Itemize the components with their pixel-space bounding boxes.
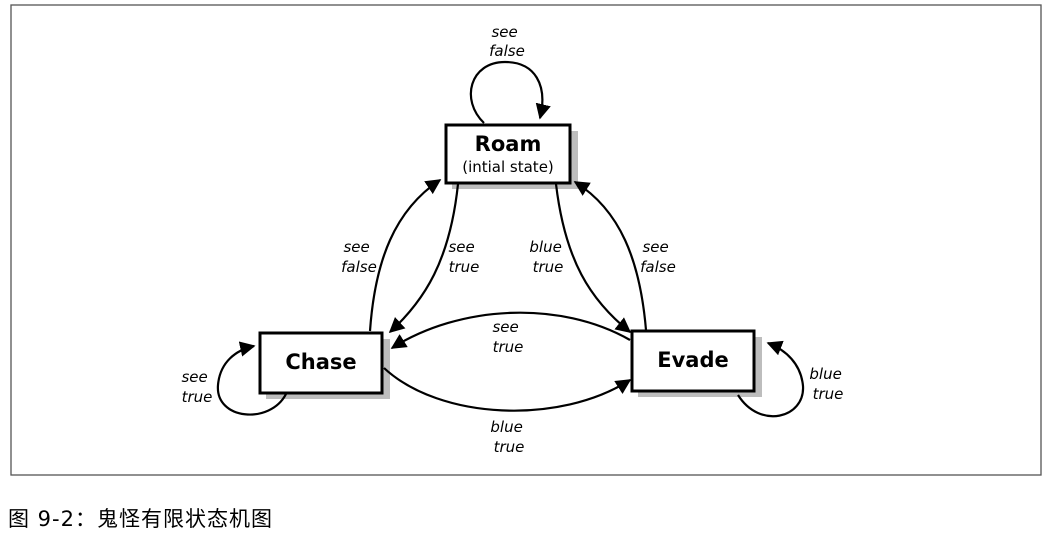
transition-roam-to-evade	[554, 183, 632, 333]
label-chase-to-roam: see false	[341, 238, 377, 276]
transition-chase-self	[216, 341, 287, 416]
figure-frame	[10, 4, 1042, 476]
transition-chase-to-roam	[368, 179, 442, 332]
figure-caption: 图 9-2：鬼怪有限状态机图	[8, 507, 273, 531]
transition-chase-to-evade	[383, 367, 632, 412]
label-roam-to-chase: see true	[448, 238, 479, 276]
transition-roam-to-chase	[388, 183, 460, 334]
label-roam-self: see false	[489, 23, 525, 60]
label-evade-to-roam: see false	[640, 238, 676, 276]
label-chase-self: see true	[181, 368, 212, 406]
transition-roam-self	[469, 60, 551, 124]
state-roam-title: Roam	[475, 132, 542, 156]
label-chase-to-evade: blue true	[490, 418, 527, 456]
transition-evade-self	[737, 340, 805, 418]
state-evade: Evade	[630, 329, 762, 397]
transition-evade-to-chase	[390, 311, 631, 349]
state-evade-title: Evade	[657, 348, 728, 372]
state-roam-subtitle: (intial state)	[462, 158, 554, 176]
state-chase: Chase	[258, 331, 390, 399]
transition-evade-to-roam	[573, 181, 648, 331]
state-roam: Roam (intial state)	[444, 123, 578, 189]
label-evade-to-chase: see true	[492, 318, 523, 356]
label-roam-to-evade: blue true	[529, 238, 566, 276]
label-evade-self: blue true	[809, 365, 846, 403]
state-chase-title: Chase	[285, 350, 356, 374]
